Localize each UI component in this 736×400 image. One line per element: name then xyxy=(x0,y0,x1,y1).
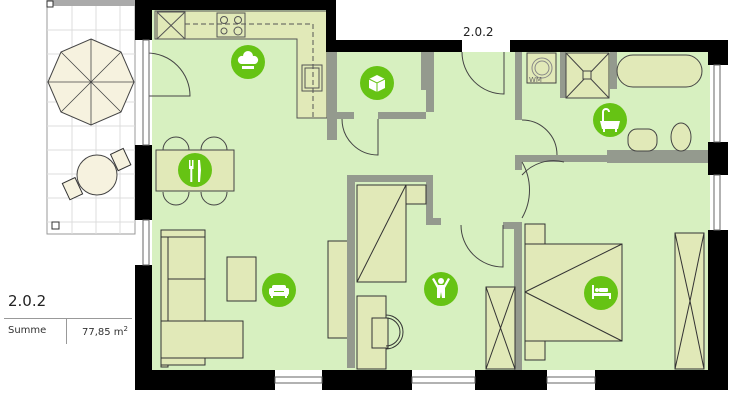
sofa-icon xyxy=(262,273,296,307)
summary-divider xyxy=(4,318,132,319)
summary-separator xyxy=(66,318,67,344)
room-icons xyxy=(178,45,627,310)
fork-knife-icon xyxy=(178,153,212,187)
area-value: 77,85 m xyxy=(81,327,124,338)
chef-hat-icon xyxy=(231,45,265,79)
bistro-table xyxy=(61,147,132,201)
sofa xyxy=(160,229,349,368)
box-icon xyxy=(360,66,394,100)
area-summary-value: 77,85 m2 xyxy=(70,325,128,338)
unit-label-top: 2.0.2 xyxy=(463,25,494,39)
area-summary-label: Summe xyxy=(8,325,47,336)
interior-walls xyxy=(327,52,710,370)
door-swings xyxy=(146,51,565,268)
balcony xyxy=(46,0,136,235)
bed-icon xyxy=(584,276,618,310)
double-bed xyxy=(524,223,705,370)
child-bed xyxy=(356,184,516,370)
parasol-icon xyxy=(47,38,135,126)
kitchen-counter xyxy=(154,10,328,119)
exterior-walls xyxy=(135,0,728,390)
child-icon xyxy=(424,272,458,306)
area-unit-superscript: 2 xyxy=(123,325,128,333)
washing-machine-label: WM xyxy=(529,76,542,84)
windows xyxy=(142,39,721,384)
unit-name: 2.0.2 xyxy=(8,292,47,310)
bathtub-icon xyxy=(593,103,627,137)
bathroom-fixtures: WM xyxy=(526,52,703,152)
